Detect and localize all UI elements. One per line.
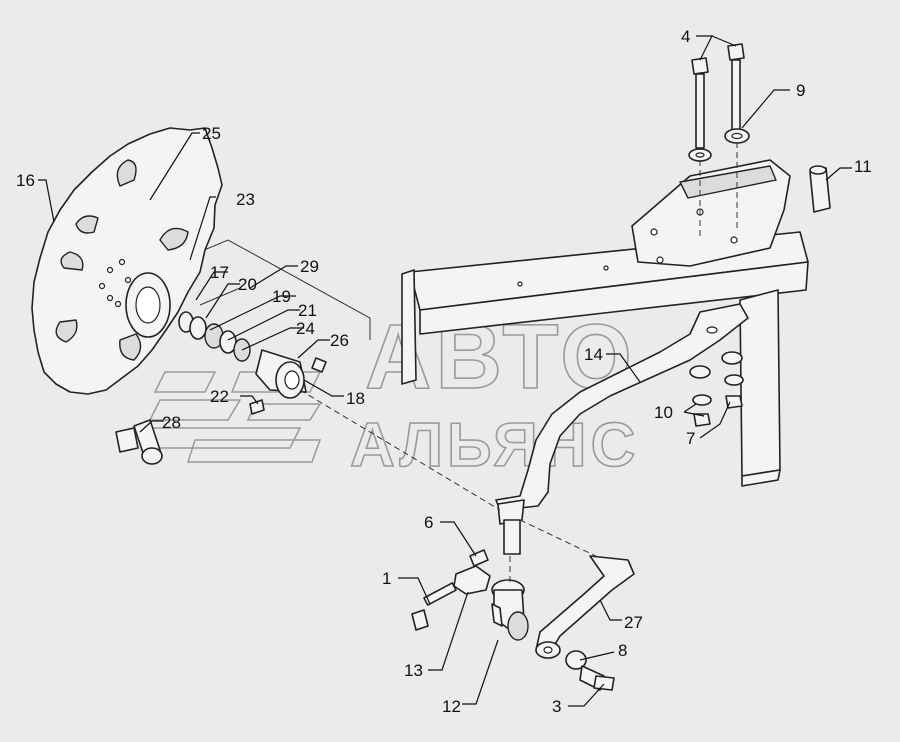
watermark-line2: АЛЬЯНС <box>350 411 639 480</box>
callout-8: 8 <box>618 641 627 660</box>
callout-19: 19 <box>272 287 291 306</box>
clamp-13 <box>411 549 491 631</box>
frame-beam <box>401 159 809 487</box>
hub-assembly <box>178 287 327 415</box>
callout-25: 25 <box>202 124 221 143</box>
link-27 <box>535 555 635 691</box>
callout-labels: 1 3 4 6 7 8 9 10 11 12 13 14 16 17 18 19… <box>16 27 872 716</box>
callout-4: 4 <box>681 27 690 46</box>
bolts-4 <box>688 43 750 162</box>
fasteners-7-10 <box>689 351 744 427</box>
callout-26: 26 <box>330 331 349 350</box>
arm-14 <box>495 303 749 555</box>
callout-27: 27 <box>624 613 643 632</box>
callout-29: 29 <box>300 257 319 276</box>
callout-10: 10 <box>654 403 673 422</box>
callout-13: 13 <box>404 661 423 680</box>
callout-28: 28 <box>162 413 181 432</box>
hub-12 <box>491 579 529 641</box>
callout-21: 21 <box>298 301 317 320</box>
pin-11 <box>809 165 831 213</box>
callout-14: 14 <box>584 345 603 364</box>
callout-1: 1 <box>382 569 391 588</box>
disc-25 <box>31 127 223 395</box>
callout-11: 11 <box>854 157 872 176</box>
callout-20: 20 <box>238 275 257 294</box>
leader-lines <box>38 35 852 707</box>
callout-12: 12 <box>442 697 461 716</box>
callout-3: 3 <box>552 697 561 716</box>
callout-6: 6 <box>424 513 433 532</box>
callout-24: 24 <box>296 319 315 338</box>
callout-22: 22 <box>210 387 229 406</box>
callout-23: 23 <box>236 190 255 209</box>
callout-16: 16 <box>16 171 35 190</box>
callout-9: 9 <box>796 81 805 100</box>
assembly-axes <box>299 142 738 585</box>
stub-axle-28 <box>115 419 163 465</box>
callout-7: 7 <box>686 429 695 448</box>
callout-17: 17 <box>210 263 229 282</box>
callout-18: 18 <box>346 389 365 408</box>
